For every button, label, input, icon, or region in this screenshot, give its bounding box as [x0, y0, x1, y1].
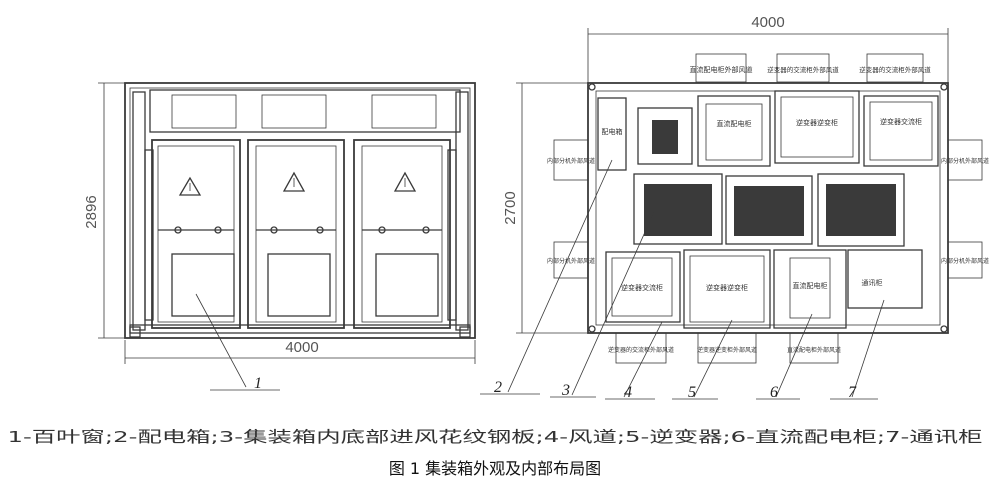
container-outer-frame	[124, 82, 476, 339]
louver-3	[375, 253, 439, 317]
corner-post-right	[455, 91, 469, 331]
label-inner-fan-top-right: 内部分机外部风道	[941, 157, 989, 165]
exterior-view: 2896 4000	[83, 82, 476, 364]
label-inverter-bottom: 逆变器逆变柜	[706, 283, 748, 292]
door-2	[247, 139, 345, 329]
label-dist-box: 配电箱	[602, 127, 623, 136]
dim-left-height: 2896	[83, 195, 100, 228]
callout-5: 5	[688, 384, 696, 401]
fan-unit-box	[637, 107, 693, 165]
label-dc-cab-bottom-duct: 直流配电柜外部风道	[787, 346, 841, 354]
inverter-cabinet-top	[774, 90, 860, 164]
dc-cabinet-top	[697, 95, 771, 167]
callout-1: 1	[254, 375, 262, 392]
dc-cabinet-bottom	[773, 249, 847, 329]
interior-inner-frame	[595, 90, 941, 326]
label-dc-cab-top: 直流配电柜	[717, 119, 752, 128]
warning-icon	[282, 171, 306, 192]
louver-1	[171, 253, 235, 317]
label-inner-fan-bottom-right: 内部分机外部风道	[941, 257, 989, 265]
foot-right	[459, 326, 471, 338]
bottom-rail	[129, 324, 471, 334]
top-panel-1	[171, 94, 237, 129]
dim-right-width: 4000	[751, 14, 784, 31]
floor-plates	[633, 173, 905, 247]
label-inverter-top: 逆变器逆变柜	[796, 118, 838, 127]
label-inv-ac-bottom: 逆变器交流柜	[621, 283, 663, 292]
inverter-ac-cabinet-bottom	[605, 251, 681, 323]
interior-outer-frame	[587, 82, 949, 334]
label-inv-ac-top-duct: 逆变器的交流柜外部风道	[767, 65, 839, 74]
communication-cabinet	[847, 249, 923, 309]
inverter-ac-cabinet-top	[863, 95, 939, 167]
door-3	[353, 139, 457, 329]
label-inv-ac-top: 逆变器交流柜	[880, 117, 922, 126]
foot-left	[129, 326, 141, 338]
legend-text: 1-百叶窗;2-配电箱;3-集装箱内底部进风花纹钢板;4-风道;5-逆变器;6-…	[8, 428, 983, 446]
container-inner-frame	[129, 87, 471, 334]
distribution-box	[597, 97, 627, 171]
label-dc-cab-top-duct: 直流配电柜外部风道	[690, 65, 753, 74]
interior-view: 4000 2700 直流配电柜外部风道 逆变器的交流柜外部风道 逆变器的交流柜外…	[502, 14, 989, 364]
inverter-cabinet-bottom	[683, 249, 771, 329]
callout-leaders	[195, 159, 885, 400]
corner-post-left	[132, 91, 146, 331]
callout-4: 4	[624, 384, 632, 401]
label-comm-cab: 通讯柜	[862, 278, 883, 287]
warning-icon	[178, 176, 202, 196]
top-panel-3	[371, 94, 437, 129]
callout-7: 7	[848, 384, 857, 401]
louver-2	[267, 253, 331, 317]
label-inner-fan-top-left: 内部分机外部风道	[547, 157, 595, 165]
label-inner-fan-bottom-left: 内部分机外部风道	[547, 257, 595, 265]
top-panel-2	[261, 94, 327, 129]
callout-3: 3	[561, 382, 570, 399]
figure-caption: 图 1 集装箱外观及内部布局图	[389, 459, 601, 478]
callout-6: 6	[770, 384, 778, 401]
label-inv-ac-bottom-duct: 逆变器的交流柜外部风道	[608, 346, 674, 354]
dim-left-width: 4000	[285, 339, 318, 356]
label-inv-ac-top-duct-2: 逆变器的交流柜外部风道	[859, 65, 931, 74]
fan-grille	[652, 120, 678, 154]
door-1	[144, 139, 241, 329]
warning-icon	[393, 171, 417, 192]
label-dc-cab-bottom: 直流配电柜	[793, 281, 828, 290]
container-top-band	[149, 89, 461, 133]
callout-2: 2	[494, 379, 502, 396]
dim-right-height: 2700	[502, 191, 519, 224]
label-inverter-bottom-duct: 逆变器逆变柜外部风道	[697, 346, 757, 354]
